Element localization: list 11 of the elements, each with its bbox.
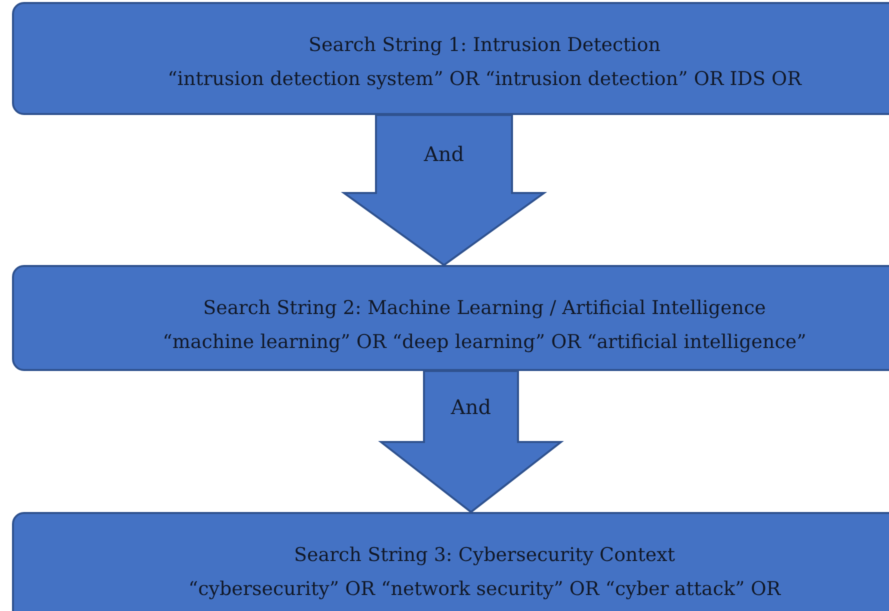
block-arrow bbox=[340, 114, 548, 266]
search-string-box bbox=[12, 265, 889, 371]
search-terms: “machine learning” OR “deep learning” OR “artificial intelligence” bbox=[162, 330, 806, 355]
search-string-box bbox=[12, 2, 889, 115]
block-arrow bbox=[378, 370, 564, 514]
search-terms: “cybersecurity” OR “network security” OR “cyber attack” OR bbox=[188, 577, 781, 602]
box-heading: Search String 3: Cybersecurity Context bbox=[294, 543, 675, 568]
box-heading: Search String 1: Intrusion Detection bbox=[308, 33, 660, 58]
search-terms: “intrusion detection system” OR “intrusion detection” OR IDS OR bbox=[168, 67, 802, 92]
search-string-box bbox=[12, 512, 889, 611]
box-heading: Search String 2: Machine Learning / Artificial Intelligence bbox=[203, 296, 766, 321]
